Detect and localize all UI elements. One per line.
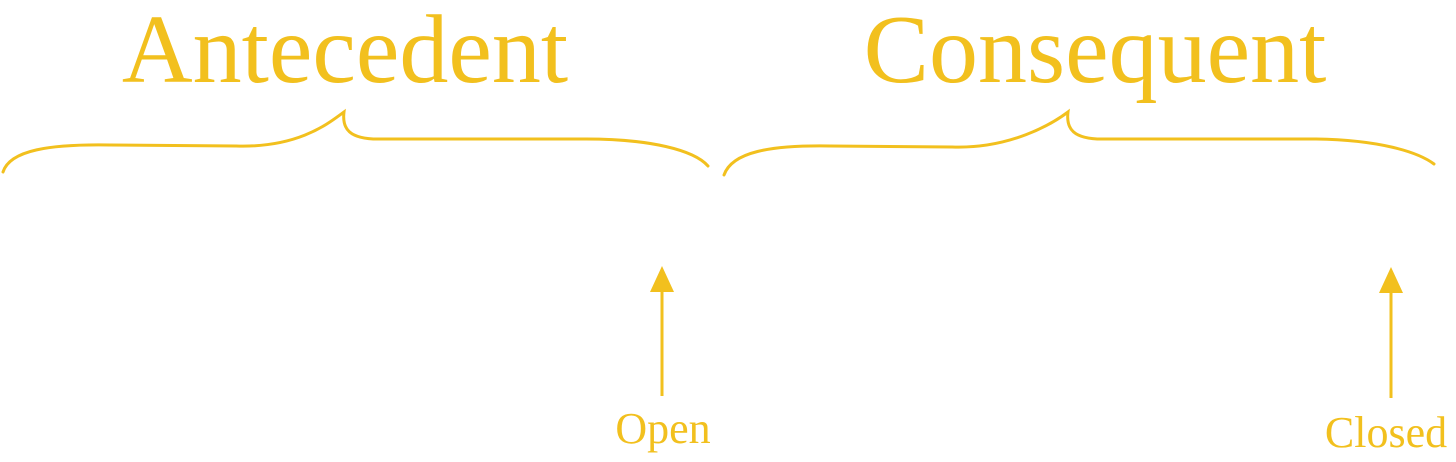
open-label: Open: [615, 404, 711, 453]
antecedent-heading: Antecedent: [121, 0, 569, 104]
antecedent-brace-icon: [1, 108, 710, 174]
closed-arrow-icon: [1379, 267, 1403, 398]
consequent-brace-icon: [722, 108, 1436, 177]
open-arrow-icon: [650, 266, 674, 396]
consequent-heading: Consequent: [863, 0, 1327, 104]
closed-label: Closed: [1324, 408, 1448, 457]
